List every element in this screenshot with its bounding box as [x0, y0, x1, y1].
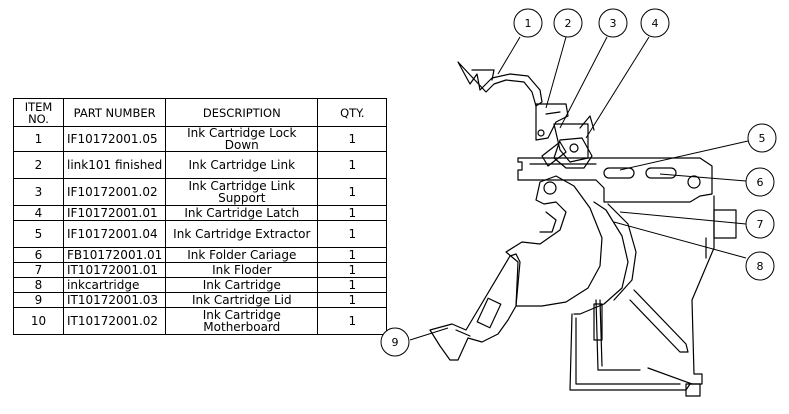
cell-description: Ink Cartridge Lid: [165, 292, 319, 308]
header-item-no: ITEM NO.: [13, 98, 64, 127]
cell-part-number: IT10172001.02: [62, 307, 167, 335]
balloon-7: 7: [745, 209, 775, 239]
cell-description: Ink Folder Cariage: [165, 247, 319, 263]
balloon-label: 2: [565, 17, 572, 30]
cell-part-number: IT10172001.01: [62, 262, 167, 278]
bill-of-materials-table: ITEM NO. PART NUMBER DESCRIPTION QTY. 1 …: [13, 98, 388, 335]
cell-part-number: IT10172001.03: [62, 292, 167, 308]
balloon-5: 5: [747, 123, 777, 153]
header-qty: QTY.: [317, 98, 388, 127]
balloon-8: 8: [745, 251, 775, 281]
part-ink-folder-carriage: [517, 157, 713, 203]
table-header-row: ITEM NO. PART NUMBER DESCRIPTION QTY.: [13, 98, 388, 127]
part-ink-cartridge-motherboard: [569, 195, 737, 397]
cell-qty: 1: [317, 292, 388, 308]
part-ink-cartridge-latch: [541, 137, 593, 169]
balloon-4: 4: [640, 8, 670, 38]
cell-part-number: IF10172001.01: [62, 205, 167, 221]
cell-item: 3: [13, 178, 64, 206]
cell-description: Ink Floder: [165, 262, 319, 278]
header-part-number: PART NUMBER: [62, 98, 167, 127]
cell-part-number: inkcartridge: [62, 277, 167, 293]
balloon-6: 6: [745, 167, 775, 197]
table-row: 7 IT10172001.01 Ink Floder 1: [13, 262, 388, 278]
cell-qty: 1: [317, 178, 388, 206]
cell-part-number: IF10172001.02: [62, 178, 167, 206]
balloon-1: 1: [513, 8, 543, 38]
balloon-label: 6: [757, 176, 764, 189]
cell-qty: 1: [317, 307, 388, 335]
cell-description: Ink Cartridge Link Support: [165, 178, 319, 206]
cell-description: Ink Cartridge Lock Down: [165, 126, 319, 152]
part-ink-cartridge-link: [535, 103, 569, 141]
balloon-label: 4: [652, 17, 659, 30]
cell-item: 10: [13, 307, 64, 335]
part-ink-cartridge-link-support: [553, 115, 595, 163]
balloon-label: 7: [757, 218, 764, 231]
table-row: 6 FB10172001.01 Ink Folder Cariage 1: [13, 247, 388, 263]
balloon-label: 1: [525, 17, 532, 30]
part-ink-cartridge-lid: [429, 253, 521, 361]
cell-part-number: IF10172001.04: [62, 220, 167, 248]
table-row: 4 IF10172001.01 Ink Cartridge Latch 1: [13, 205, 388, 221]
cell-qty: 1: [317, 277, 388, 293]
balloon-9: 9: [380, 327, 410, 357]
balloon-3: 3: [598, 8, 628, 38]
balloon-label: 5: [759, 132, 766, 145]
cell-description: Ink Cartridge Latch: [165, 205, 319, 221]
part-ink-cartridge: [505, 175, 603, 307]
balloon-label: 8: [757, 260, 764, 273]
balloon-label: 3: [610, 17, 617, 30]
part-ink-cartridge-lock-down: [457, 61, 543, 107]
table-row: 3 IF10172001.02 Ink Cartridge Link Suppo…: [13, 178, 388, 206]
cell-part-number: link101 finished: [62, 151, 167, 179]
balloon-2: 2: [553, 8, 583, 38]
balloon-label: 9: [392, 336, 399, 349]
table-row: 10 IT10172001.02 Ink Cartridge Motherboa…: [13, 307, 388, 335]
part-ink-floder: [573, 201, 637, 315]
cell-description: Ink Cartridge Motherboard: [165, 307, 319, 335]
table-row: 9 IT10172001.03 Ink Cartridge Lid 1: [13, 292, 388, 308]
cell-part-number: IF10172001.05: [62, 126, 167, 152]
table-row: 5 IF10172001.04 Ink Cartridge Extractor …: [13, 220, 388, 248]
cell-description: Ink Cartridge Extractor: [165, 220, 319, 248]
table-row: 8 inkcartridge Ink Cartridge 1: [13, 277, 388, 293]
header-description: DESCRIPTION: [165, 98, 319, 127]
